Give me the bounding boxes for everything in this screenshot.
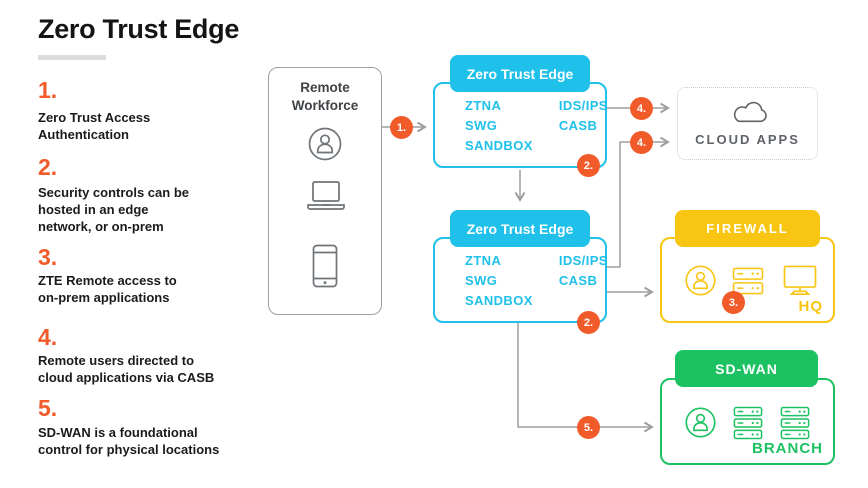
- zte-service-idsips: IDS/IPS: [558, 253, 608, 268]
- zte-service-idsips: IDS/IPS: [558, 98, 608, 113]
- sdwan-tab: SD-WAN: [675, 350, 818, 387]
- step-text-4: Remote users directed to cloud applicati…: [38, 353, 215, 385]
- page-title: Zero Trust Edge: [38, 14, 240, 44]
- step-text-2: Security controls can be hosted in an ed…: [38, 185, 189, 234]
- step-badge-2: 2.: [577, 311, 600, 334]
- user-icon: [684, 264, 717, 302]
- sdwan-box: BRANCH: [660, 378, 835, 465]
- title-underline: [38, 55, 106, 60]
- remote-workforce-label: Remote Workforce: [291, 80, 359, 113]
- zte-service-swg: SWG: [465, 118, 498, 133]
- server-icon: [732, 267, 764, 300]
- smartphone-icon: [312, 244, 338, 293]
- zte-tab-1: Zero Trust Edge: [450, 55, 590, 92]
- user-icon: [684, 406, 717, 444]
- step-badge-3: 3.: [722, 291, 745, 314]
- zte-service-sandbox: SANDBOX: [465, 138, 533, 153]
- monitor-icon: [783, 265, 817, 301]
- zte-service-ztna: ZTNA: [465, 98, 502, 113]
- cloud-icon: [733, 101, 767, 123]
- zte-service-casb: CASB: [558, 273, 598, 288]
- step-badge-5: 5.: [577, 416, 600, 439]
- zte-service-casb: CASB: [558, 118, 598, 133]
- step-number-5: 5.: [38, 395, 58, 421]
- zte-service-sandbox: SANDBOX: [465, 293, 533, 308]
- hq-label: HQ: [798, 298, 823, 315]
- zte-tab-2: Zero Trust Edge: [450, 210, 590, 247]
- zte-box-2: ZTNA SWG SANDBOX IDS/IPS CASB: [433, 237, 607, 323]
- cloud-apps-box: CLOUD APPS: [677, 87, 818, 160]
- server-icon: [780, 406, 810, 445]
- cloud-apps-label: CLOUD APPS: [695, 132, 800, 147]
- branch-label: BRANCH: [752, 440, 823, 457]
- server-icon: [733, 406, 763, 445]
- zte-service-ztna: ZTNA: [465, 253, 502, 268]
- step-text-5: SD-WAN is a foundational control for phy…: [38, 425, 220, 457]
- step-badge-1: 1.: [390, 116, 413, 139]
- firewall-box: HQ: [660, 237, 835, 323]
- laptop-icon: [304, 180, 348, 217]
- remote-workforce-box: Remote Workforce: [268, 67, 382, 315]
- step-badge-4: 4.: [630, 131, 653, 154]
- step-badge-4: 4.: [630, 97, 653, 120]
- step-number-1: 1.: [38, 77, 58, 103]
- zte-service-swg: SWG: [465, 273, 498, 288]
- step-number-2: 2.: [38, 154, 58, 180]
- step-number-4: 4.: [38, 324, 58, 350]
- firewall-tab: FIREWALL: [675, 210, 820, 247]
- user-icon: [307, 126, 343, 167]
- step-badge-2: 2.: [577, 154, 600, 177]
- step-number-3: 3.: [38, 244, 58, 270]
- zte-box-1: ZTNA SWG SANDBOX IDS/IPS CASB: [433, 82, 607, 168]
- step-text-1: Zero Trust Access Authentication: [38, 110, 151, 142]
- step-text-3: ZTE Remote access to on-prem application…: [38, 273, 177, 305]
